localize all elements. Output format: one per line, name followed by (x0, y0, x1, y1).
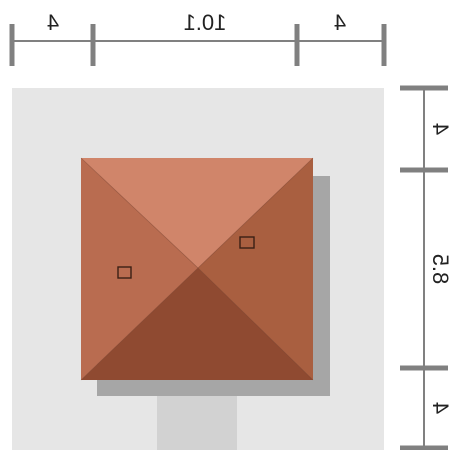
skylight-icon (239, 236, 255, 249)
hip-roof (80, 157, 314, 381)
skylight-icon (117, 266, 132, 279)
roof-top-face (81, 158, 313, 268)
dim-label-right-middle: 8.5 (428, 254, 453, 285)
roof-ridge-line (197, 267, 314, 381)
dim-label-top-right: 4 (334, 10, 346, 35)
dim-label-top-middle: 10.1 (184, 10, 227, 35)
roof-ridge-line (197, 157, 314, 269)
dim-label-top-left: 4 (47, 10, 59, 35)
roof-ridge-line (80, 267, 199, 381)
dim-label-right-bottom: 4 (428, 402, 453, 414)
roof-bottom-face (81, 268, 313, 380)
dim-label-right-top: 4 (428, 123, 453, 135)
right-dimension (400, 85, 448, 450)
roof-ridge-line (80, 157, 199, 269)
top-dimension (9, 24, 387, 66)
roof-left-face (81, 158, 198, 380)
roof-right-face (198, 158, 313, 380)
driveway (157, 396, 237, 450)
